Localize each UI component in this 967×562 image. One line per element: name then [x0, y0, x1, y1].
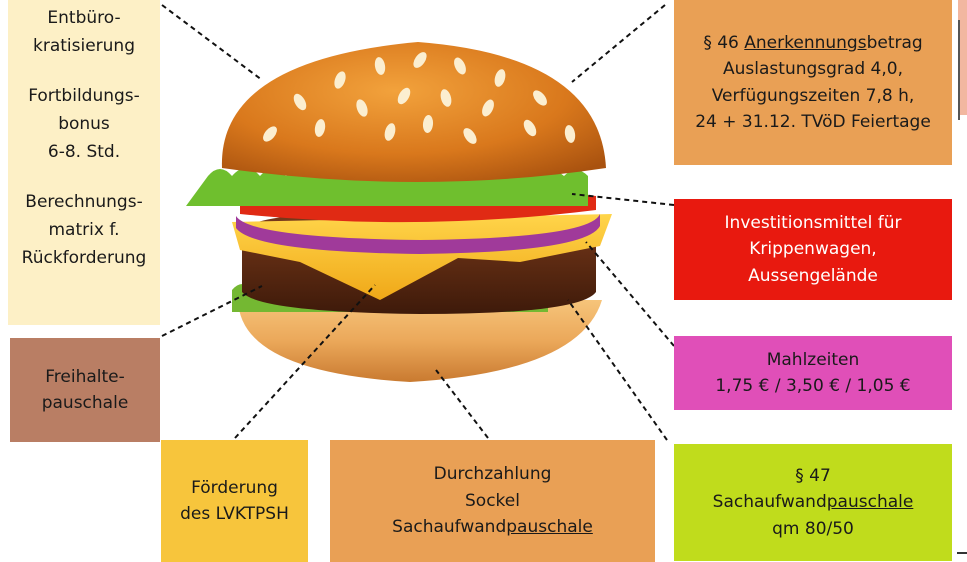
connector-durchzahlung — [435, 369, 489, 439]
text-anerkennung-2: Auslastungsgrad 4,0, — [723, 59, 903, 80]
cheese-slice — [232, 214, 612, 300]
text-mahlzeiten-1: Mahlzeiten — [766, 349, 860, 370]
box-entbuerokratisierung: Entbüro- kratisierung Fortbildungs- bonu… — [8, 0, 160, 325]
top-bun — [221, 42, 606, 182]
text-berechnung-1: Berechnungs- — [25, 192, 143, 213]
text-fortbildung-1: Fortbildungs- — [28, 86, 140, 107]
text-p47-1: § 47 — [795, 465, 831, 486]
sesame-seeds — [263, 52, 576, 144]
box-mahlzeiten: Mahlzeiten 1,75 € / 3,50 € / 1,05 € — [674, 336, 952, 410]
text-durchzahlung-3: Sachaufwandpauschale — [392, 517, 593, 538]
box-durchzahlung: Durchzahlung Sockel Sachaufwandpauschale — [330, 440, 655, 562]
edge-divider — [958, 20, 960, 120]
connector-left-bottom — [161, 285, 263, 337]
text-fortbildung-2: bonus — [58, 114, 110, 135]
connector-p47 — [567, 299, 668, 441]
text-entbuero-1: Entbüro- — [47, 8, 121, 28]
edge-decoration — [958, 0, 967, 115]
text-durchzahlung-1: Durchzahlung — [433, 464, 552, 485]
text-fortbildung-3: 6-8. Std. — [47, 142, 121, 163]
text-investition-3: Aussengelände — [748, 265, 878, 286]
edge-tick — [957, 552, 967, 554]
text-p47-2: Sachaufwandpauschale — [712, 492, 914, 513]
bottom-bun — [238, 300, 602, 382]
text-anerkennung-4: 24 + 31.12. TVöD Feiertage — [695, 111, 931, 132]
text-freihalte-1: Freihalte- — [45, 366, 125, 387]
box-sachaufwandpauschale-47: § 47 Sachaufwandpauschale qm 80/50 — [674, 444, 952, 561]
text-entbuero-2: kratisierung — [32, 36, 135, 57]
text-freihalte-2: pauschale — [41, 393, 129, 413]
box-investitionsmittel: Investitionsmittel für Krippenwagen, Aus… — [674, 199, 952, 300]
connector-investition — [571, 193, 675, 206]
connector-foerderung — [234, 284, 376, 439]
box-anerkennungsbetrag: § 46 Anerkennungsbetrag Auslastungsgrad … — [674, 0, 952, 165]
onion-ring — [236, 214, 600, 254]
text-berechnung-2: matrix f. — [48, 220, 120, 241]
connector-mahlzeiten — [585, 241, 675, 347]
text-investition-1: Investitionsmittel für — [724, 212, 902, 233]
connector-top-right — [571, 4, 666, 83]
text-anerkennung-3: Verfügungszeiten 7,8 h, — [711, 85, 915, 106]
text-anerkennung-1: § 46 Anerkennungsbetrag — [703, 32, 923, 53]
box-freihaltepauschale: Freihalte- pauschale — [10, 338, 160, 442]
connector-lines — [161, 4, 675, 441]
text-berechnung-3: Rückforderung — [21, 248, 147, 269]
text-investition-2: Krippenwagen, — [749, 239, 877, 260]
connector-left-top — [161, 4, 263, 81]
text-foerderung-1: Förderung — [191, 477, 278, 498]
text-durchzahlung-2: Sockel — [465, 490, 520, 511]
box-foerderung: Förderung des LVKTPSH — [161, 440, 308, 562]
text-foerderung-2: des LVKTPSH — [180, 504, 289, 524]
text-p47-3: qm 80/50 — [772, 518, 854, 539]
text-mahlzeiten-2: 1,75 € / 3,50 € / 1,05 € — [715, 376, 911, 396]
